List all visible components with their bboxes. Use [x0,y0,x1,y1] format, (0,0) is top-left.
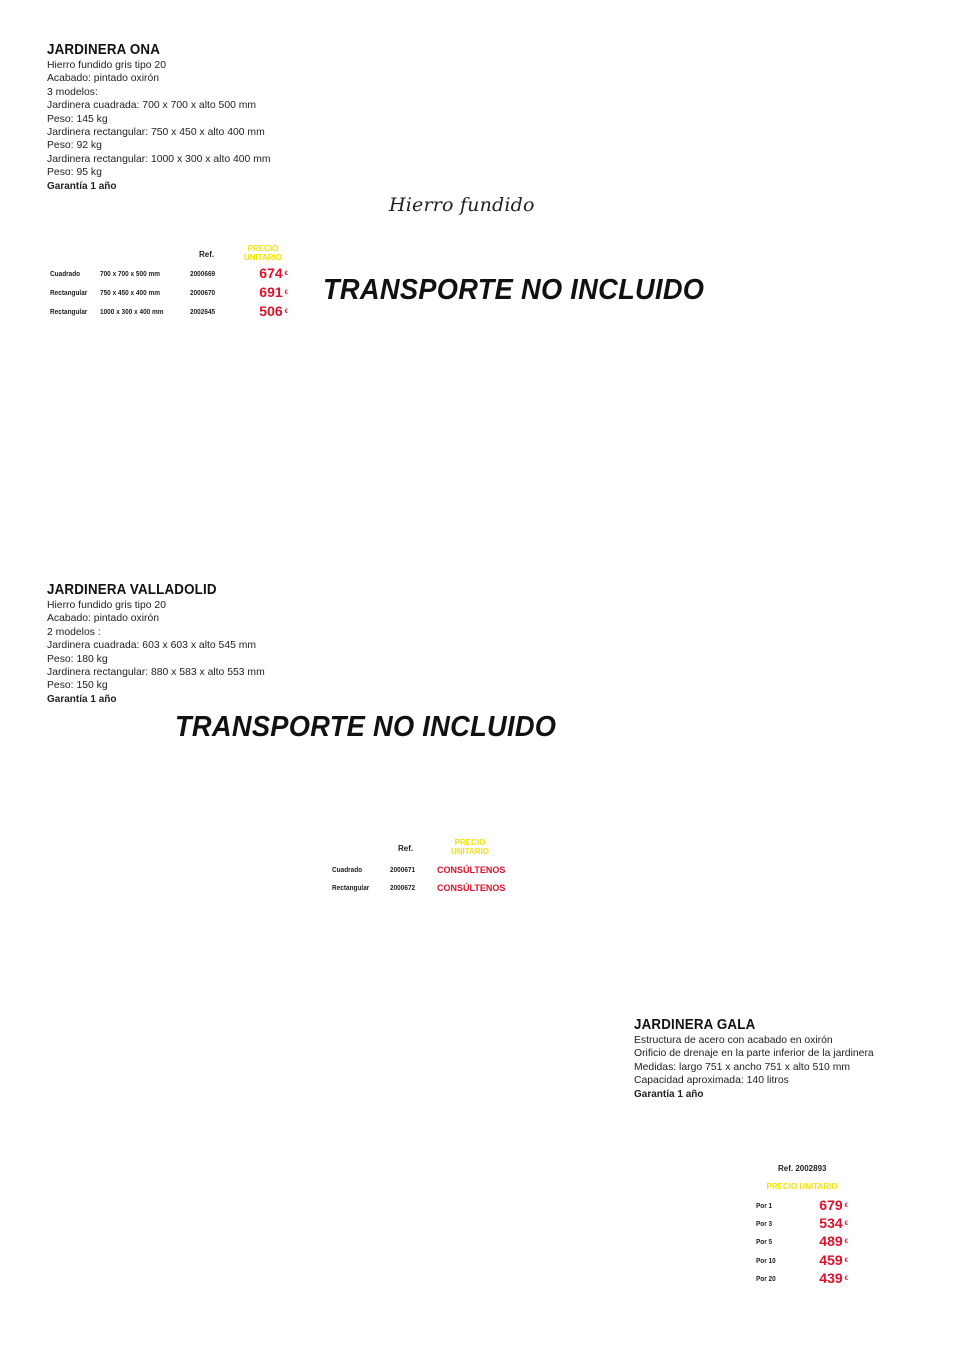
price-cell: 679€ [819,1197,848,1213]
model-cell: Cuadrado [332,865,363,874]
spec-line: Peso: 180 kg [47,653,108,665]
spec-line: Jardinera rectangular: 1000 x 300 x alto… [47,153,271,165]
product-description: Hierro fundido gris tipo 20 Acabado: pin… [47,59,271,193]
product-title: JARDINERA ONA [47,42,161,58]
qty-cell: Por 1 [756,1201,773,1210]
warranty-text: Garantía 1 año [634,1088,704,1100]
product-description: Estructura de acero con acabado en oxiró… [634,1034,874,1101]
spec-line: Capacidad aproximada: 140 litros [634,1075,789,1087]
transport-banner: TRANSPORTE NO INCLUIDO [323,274,705,306]
dims-cell: 700 x 700 x 500 mm [100,269,160,278]
price-table-gala: Ref. 2002893 PRECIO UNITARIO Por 1 679€ … [756,1162,866,1287]
spec-line: 3 modelos: [47,86,98,98]
product-title: JARDINERA GALA [634,1017,756,1033]
ref-cell: 2000669 [190,269,216,278]
product-valladolid: JARDINERA VALLADOLID Hierro fundido gris… [47,582,265,706]
spec-line: Hierro fundido gris tipo 20 [47,600,166,611]
dims-cell: 750 x 450 x 400 mm [100,288,160,297]
price-cell: 506€ [259,303,288,319]
spec-line: Hierro fundido gris tipo 20 [47,60,166,71]
dims-cell: 1000 x 300 x 400 mm [100,307,164,316]
spec-line: Acabado: pintado oxirón [47,73,160,85]
qty-cell: Por 20 [756,1274,776,1283]
product-gala: JARDINERA GALA Estructura de acero con a… [634,1017,874,1101]
price-cell: 534€ [819,1215,848,1231]
qty-cell: Por 3 [756,1219,773,1228]
price-cell: 691€ [259,284,288,300]
material-label: Hierro fundido [389,194,535,216]
product-description: Hierro fundido gris tipo 20 Acabado: pin… [47,599,265,706]
spec-line: Estructura de acero con acabado en oxiró… [634,1035,833,1046]
price-table-ona: Ref. PRECIO UNITARIO Cuadrado 700 x 700 … [50,242,300,322]
price-cell: 439€ [819,1270,848,1286]
spec-line: Jardinera rectangular: 750 x 450 x alto … [47,127,265,139]
ref-cell: 2000670 [190,288,216,297]
spec-line: 2 modelos : [47,626,101,638]
ref-header: Ref. [199,250,215,259]
model-cell: Cuadrado [50,269,81,278]
consult-price: CONSÚLTENOS [437,883,506,893]
price-table-valladolid: Ref. PRECIO UNITARIO Cuadrado 2000671 CO… [332,837,522,897]
spec-line: Orificio de drenaje en la parte inferior… [634,1048,874,1060]
model-cell: Rectangular [50,288,88,297]
qty-cell: Por 5 [756,1237,773,1246]
product-title: JARDINERA VALLADOLID [47,582,217,598]
consult-price: CONSÚLTENOS [437,865,506,875]
price-cell: 674€ [259,265,288,281]
price-header: PRECIO UNITARIO [243,244,283,262]
spec-line: Peso: 150 kg [47,680,108,692]
spec-line: Jardinera cuadrada: 700 x 700 x alto 500… [47,100,257,112]
spec-line: Acabado: pintado oxirón [47,613,160,625]
qty-cell: Por 10 [756,1256,776,1265]
warranty-text: Garantía 1 año [47,180,117,192]
spec-line: Peso: 145 kg [47,113,108,125]
spec-line: Peso: 95 kg [47,167,102,179]
ref-cell: 2000672 [390,883,416,892]
ref-cell: 2000671 [390,865,416,874]
price-header: PRECIO UNITARIO [450,838,490,856]
spec-line: Jardinera cuadrada: 603 x 603 x alto 545… [47,640,257,652]
transport-banner: TRANSPORTE NO INCLUIDO [175,711,557,743]
model-cell: Rectangular [332,883,370,892]
model-cell: Rectangular [50,307,88,316]
ref-cell: 2002645 [190,307,216,316]
ref-header: Ref. [398,844,414,853]
price-cell: 489€ [819,1233,848,1249]
warranty-text: Garantía 1 año [47,693,117,705]
spec-line: Peso: 92 kg [47,140,102,152]
price-header: PRECIO UNITARIO [766,1182,838,1191]
spec-line: Medidas: largo 751 x ancho 751 x alto 51… [634,1061,851,1073]
price-cell: 459€ [819,1252,848,1268]
ref-header: Ref. 2002893 [778,1164,827,1173]
spec-line: Jardinera rectangular: 880 x 583 x alto … [47,667,265,679]
product-ona: JARDINERA ONA Hierro fundido gris tipo 2… [47,42,271,193]
